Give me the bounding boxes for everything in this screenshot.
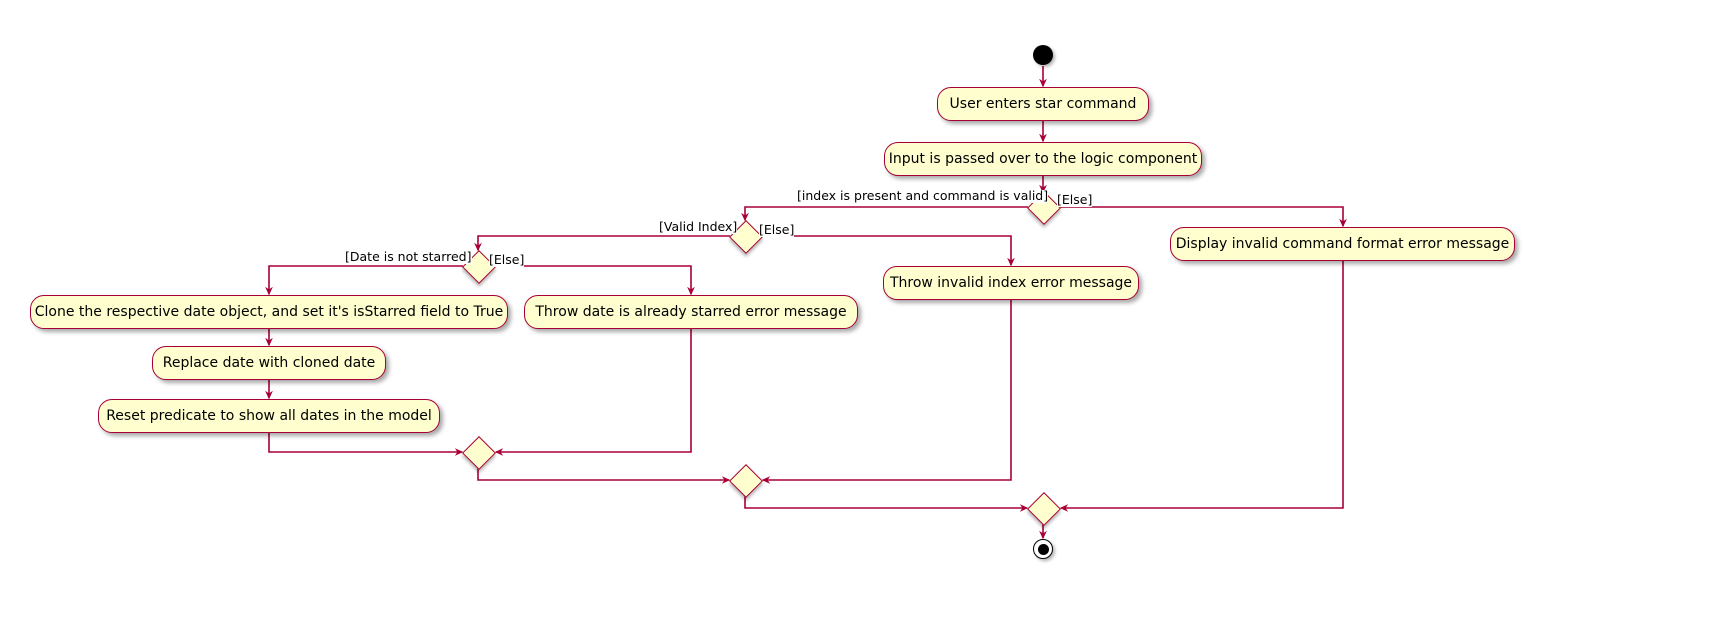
end-node <box>1033 539 1053 559</box>
merge-node-middle <box>729 464 763 498</box>
activity-display-invalid-command-format-error[interactable]: Display invalid command format error mes… <box>1170 227 1515 261</box>
edge-label-d3-else: [Else] <box>489 252 525 267</box>
activity-clone-date-set-isstarred-true[interactable]: Clone the respective date object, and se… <box>30 295 508 329</box>
end-node-inner <box>1037 543 1049 555</box>
edge-label-d2-else: [Else] <box>759 222 795 237</box>
activity-input-passed-to-logic-component[interactable]: Input is passed over to the logic compon… <box>884 142 1202 176</box>
merge-node-outer <box>1027 492 1061 526</box>
edge-label-index-present-and-command-valid: [index is present and command is valid] <box>797 188 1049 203</box>
edge-label-date-is-not-starred: [Date is not starred] <box>345 249 472 264</box>
activity-replace-date-with-cloned-date[interactable]: Replace date with cloned date <box>152 346 386 380</box>
edge-label-d1-else: [Else] <box>1057 192 1093 207</box>
merge-node-inner <box>462 436 496 470</box>
activity-user-enters-star-command[interactable]: User enters star command <box>937 87 1149 121</box>
activity-throw-invalid-index-error[interactable]: Throw invalid index error message <box>883 266 1139 300</box>
activity-throw-date-already-starred-error[interactable]: Throw date is already starred error mess… <box>524 295 858 329</box>
edge-label-valid-index: [Valid Index] <box>659 219 738 234</box>
start-node <box>1033 45 1053 65</box>
activity-reset-predicate-show-all-dates[interactable]: Reset predicate to show all dates in the… <box>98 399 440 433</box>
